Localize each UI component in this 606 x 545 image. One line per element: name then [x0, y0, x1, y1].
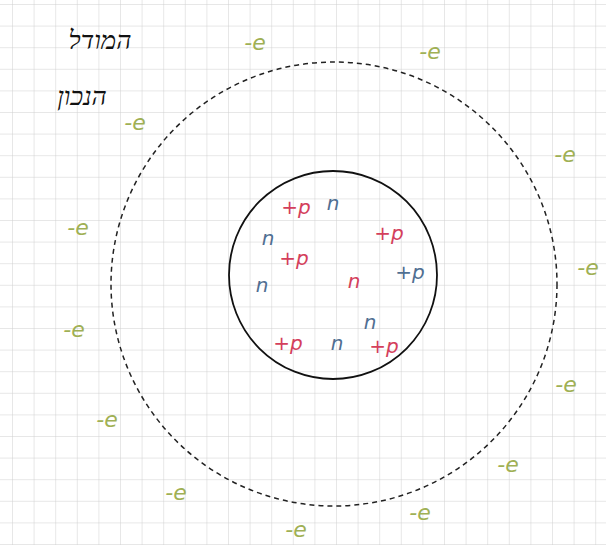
electron-label: -e [554, 144, 575, 166]
neutron-label: n [364, 312, 377, 332]
proton-label: +p [279, 248, 308, 268]
electron-label: -e [96, 409, 117, 431]
electron-label: -e [577, 257, 598, 279]
proton-label: n [348, 271, 361, 291]
neutron-label: n [256, 275, 269, 295]
neutron-label: n [327, 193, 340, 213]
proton-label: +p [273, 333, 302, 353]
electron-label: -e [555, 374, 576, 396]
electron-shell [111, 62, 557, 506]
proton-label: +p [374, 223, 403, 243]
electron-label: -e [67, 217, 88, 239]
electron-label: -e [409, 502, 430, 524]
nucleus-circle: +pnn+p+p+pnnn+pn+p [228, 170, 438, 380]
electron-label: -e [165, 482, 186, 504]
neutron-label: +p [395, 262, 424, 282]
electron-label: -e [285, 519, 306, 541]
electron-label: -e [244, 32, 265, 54]
neutron-label: n [262, 228, 275, 248]
neutron-label: n [331, 333, 344, 353]
proton-label: +p [369, 336, 398, 356]
proton-label: +p [281, 197, 310, 217]
handwritten-title: הנכון [57, 83, 107, 109]
electron-label: -e [497, 454, 518, 476]
electron-label: -e [419, 41, 440, 63]
electron-label: -e [124, 112, 145, 134]
handwritten-title: המודל [69, 27, 132, 53]
electron-label: -e [63, 319, 84, 341]
